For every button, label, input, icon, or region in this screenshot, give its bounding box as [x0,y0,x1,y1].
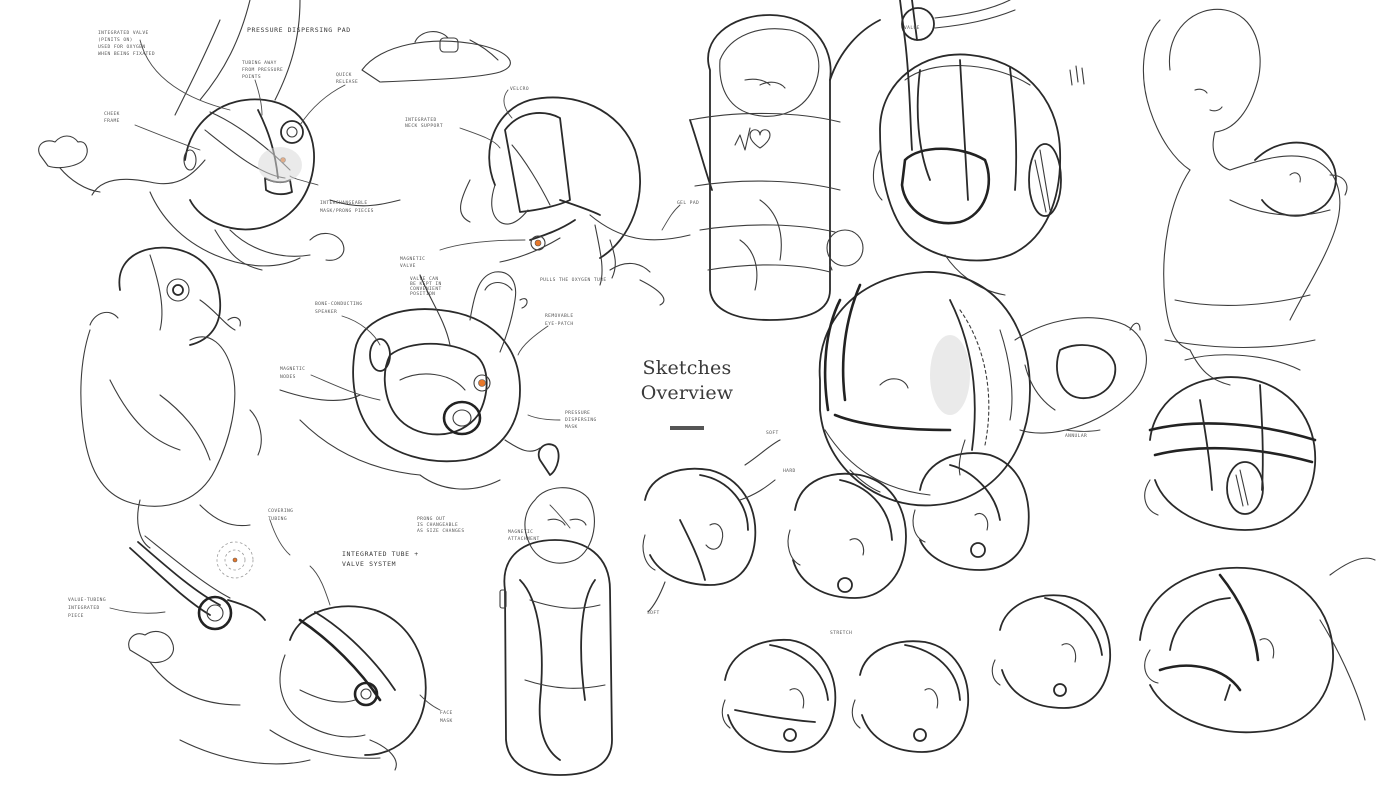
annotation-integrated-tube: Integrated tube + valve system [342,550,423,568]
annotation-removable-eye: Removable eye-patch [545,313,577,327]
annotation-valve-tubing: Value-tubing integrated piece [68,597,109,619]
sketch-side-helmets [1139,354,1376,734]
annotation-magnetic-valve: Magnetic valve [400,256,429,269]
annotation-cheek-frame: Cheek frame [104,111,123,124]
annotation-quick-release: Quick release [336,72,358,85]
annotation-covering-tubing: Covering tubing [268,508,297,522]
sketch-infant-head-strap [38,0,401,271]
sketch-profile-mask-velcro [361,31,691,306]
annotation-hard: Hard [783,468,796,474]
annotation-magnetic-nodes: Magnetic nodes [280,366,309,380]
annotation-integrated-neck: Integrated neck support [405,117,443,129]
shading-2 [930,335,970,415]
annotation-valve-top: Value [904,25,920,31]
title-line-2: Overview [640,382,734,404]
annotation-stretch: Stretch [830,630,852,636]
title-underline [670,426,704,430]
annotation-soft-2: Soft [647,610,660,616]
sketch-head-facemask [269,565,441,771]
annotation-prong-note: Prong out is changeable as size changes [417,516,465,534]
annotation-valve-note: Valve can be kept in convenient position [410,276,445,297]
annotation-bone-speaker: Bone-conducting speaker [315,301,366,315]
title-block: Sketches Overview [612,356,762,430]
annotation-magnetic-attachment: Magnetic attachment [508,529,540,542]
sketch-swaddle-bottom [499,487,613,776]
sketch-head-views-row1 [642,439,1030,613]
shading-1 [258,147,302,183]
sketch-swaddle-top [689,14,881,321]
annotation-pressure-pad: Pressure dispersing pad [247,26,351,34]
annotation-gel-pad: Gel pad [677,200,699,206]
sketch-mother-baby [1129,8,1348,386]
annotation-annular: Annular [1065,433,1087,439]
annotation-integrated-valve: Integrated valve (Pinits on) used for ox… [98,30,155,57]
annotation-pulls-tube: Pulls the oxygen tube [540,277,606,283]
annotation-pressure-mask: Pressure dispersing mask [565,410,600,430]
annotation-face-mask: Face mask [440,710,456,724]
sketch-sleeping-infant-top [80,246,262,549]
sketch-large-helmet [818,271,1147,507]
sketch-helmet-eyepatch [279,271,561,490]
annotation-tubing-away: Tubing away from pressure points [242,60,286,80]
sketch-valve-tubing-piece [109,519,311,765]
sketch-head-views-row2 [721,594,1111,753]
sketch-front-helmet [826,0,1085,296]
title-line-1: Sketches [642,357,732,379]
annotation-interchangeable: Interchangeable mask/prong pieces [320,200,374,214]
annotation-velcro: Velcro [510,86,529,92]
annotation-soft-1: Soft [766,430,779,436]
